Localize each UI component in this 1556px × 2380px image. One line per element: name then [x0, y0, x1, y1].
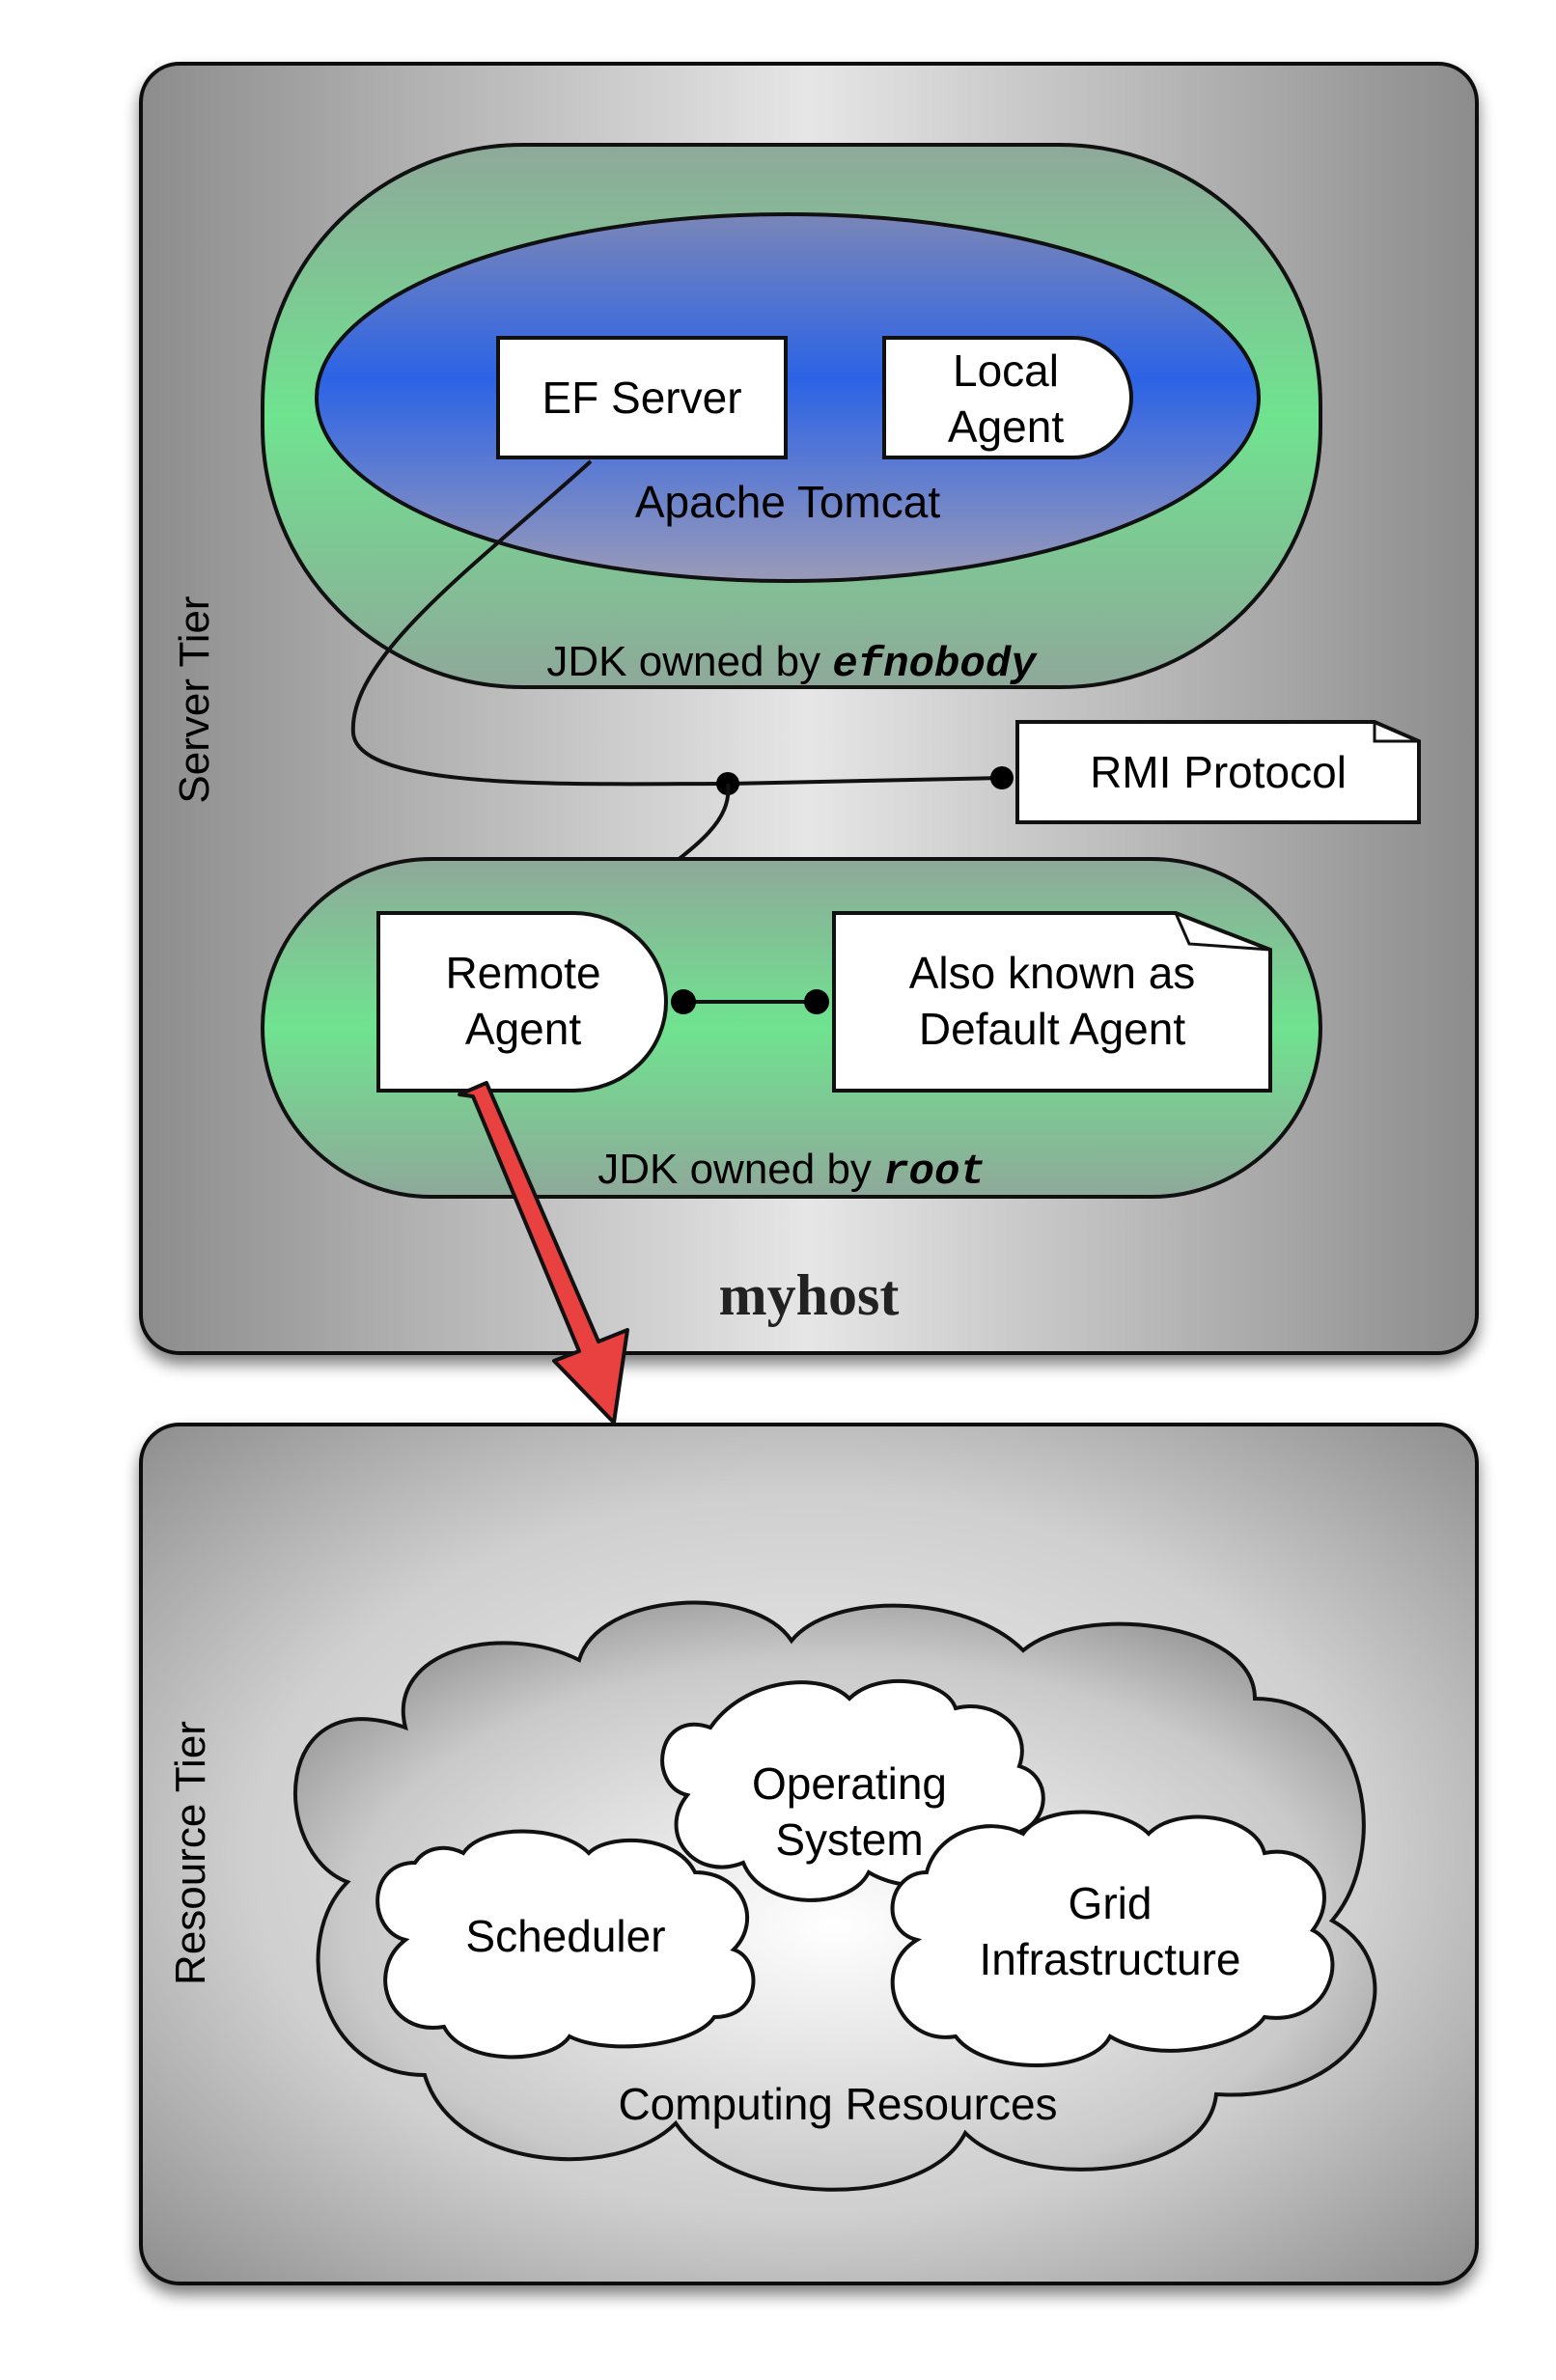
svg-text:Grid: Grid — [1069, 1878, 1153, 1928]
jdk-efnobody-label: JDK owned by — [546, 638, 832, 685]
svg-text:Agent: Agent — [465, 1004, 581, 1054]
grid-infrastructure-cloud: Grid Infrastructure — [890, 1810, 1335, 2067]
grid-infrastructure-line1: Grid — [1069, 1878, 1153, 1928]
rmi-protocol-note: RMI Protocol — [1015, 720, 1421, 824]
svg-text:JDK owned by root: JDK owned by root — [597, 1146, 986, 1197]
svg-text:Agent: Agent — [948, 401, 1064, 452]
operating-system-line2: System — [775, 1814, 923, 1865]
jdk-efnobody-owner: efnobody — [832, 641, 1038, 689]
apache-tomcat-label: Apache Tomcat — [635, 477, 940, 527]
jdk-root-owner: root — [883, 1148, 986, 1197]
default-agent-connection — [671, 989, 829, 1014]
operating-system-line1: Operating — [752, 1758, 947, 1809]
computing-resources-label: Computing Resources — [618, 2079, 1057, 2129]
red-arrow-to-resource-tier — [458, 1081, 629, 1425]
remote-agent-line2: Agent — [465, 1004, 581, 1054]
svg-text:Infrastructure: Infrastructure — [980, 1934, 1241, 1984]
default-agent-line2: Default Agent — [919, 1004, 1185, 1054]
svg-text:Remote: Remote — [445, 948, 600, 998]
rmi-note-dot — [990, 766, 1014, 789]
svg-text:Default Agent: Default Agent — [919, 1004, 1185, 1054]
resource-tier-label: Resource Tier — [167, 1721, 214, 1985]
rmi-protocol-label: RMI Protocol — [1090, 747, 1347, 797]
svg-text:System: System — [775, 1814, 923, 1865]
scheduler-label: Scheduler — [465, 1911, 665, 1961]
jdk-root-label: JDK owned by — [597, 1146, 883, 1193]
svg-text:Also known as: Also known as — [909, 948, 1196, 998]
scheduler-cloud: Scheduler — [375, 1829, 756, 2060]
ef-server-box: EF Server — [496, 336, 788, 459]
local-agent-line1: Local — [953, 346, 1059, 396]
default-agent-line1: Also known as — [909, 948, 1196, 998]
remote-agent-line1: Remote — [445, 948, 600, 998]
ef-server-label: EF Server — [542, 373, 741, 423]
default-agent-dot — [804, 989, 829, 1014]
local-agent-shape: Local Agent — [882, 336, 1133, 459]
default-agent-note: Also known as Default Agent — [832, 911, 1272, 1093]
host-label: myhost — [719, 1263, 900, 1327]
local-agent-line2: Agent — [948, 401, 1064, 452]
remote-agent-dot — [671, 989, 696, 1014]
svg-text:Local: Local — [953, 346, 1059, 396]
svg-text:Operating: Operating — [752, 1758, 947, 1809]
grid-infrastructure-line2: Infrastructure — [980, 1934, 1241, 1984]
svg-text:JDK owned by efnobody: JDK owned by efnobody — [546, 638, 1038, 689]
remote-agent-shape: Remote Agent — [376, 911, 668, 1093]
server-tier-label: Server Tier — [171, 595, 218, 803]
